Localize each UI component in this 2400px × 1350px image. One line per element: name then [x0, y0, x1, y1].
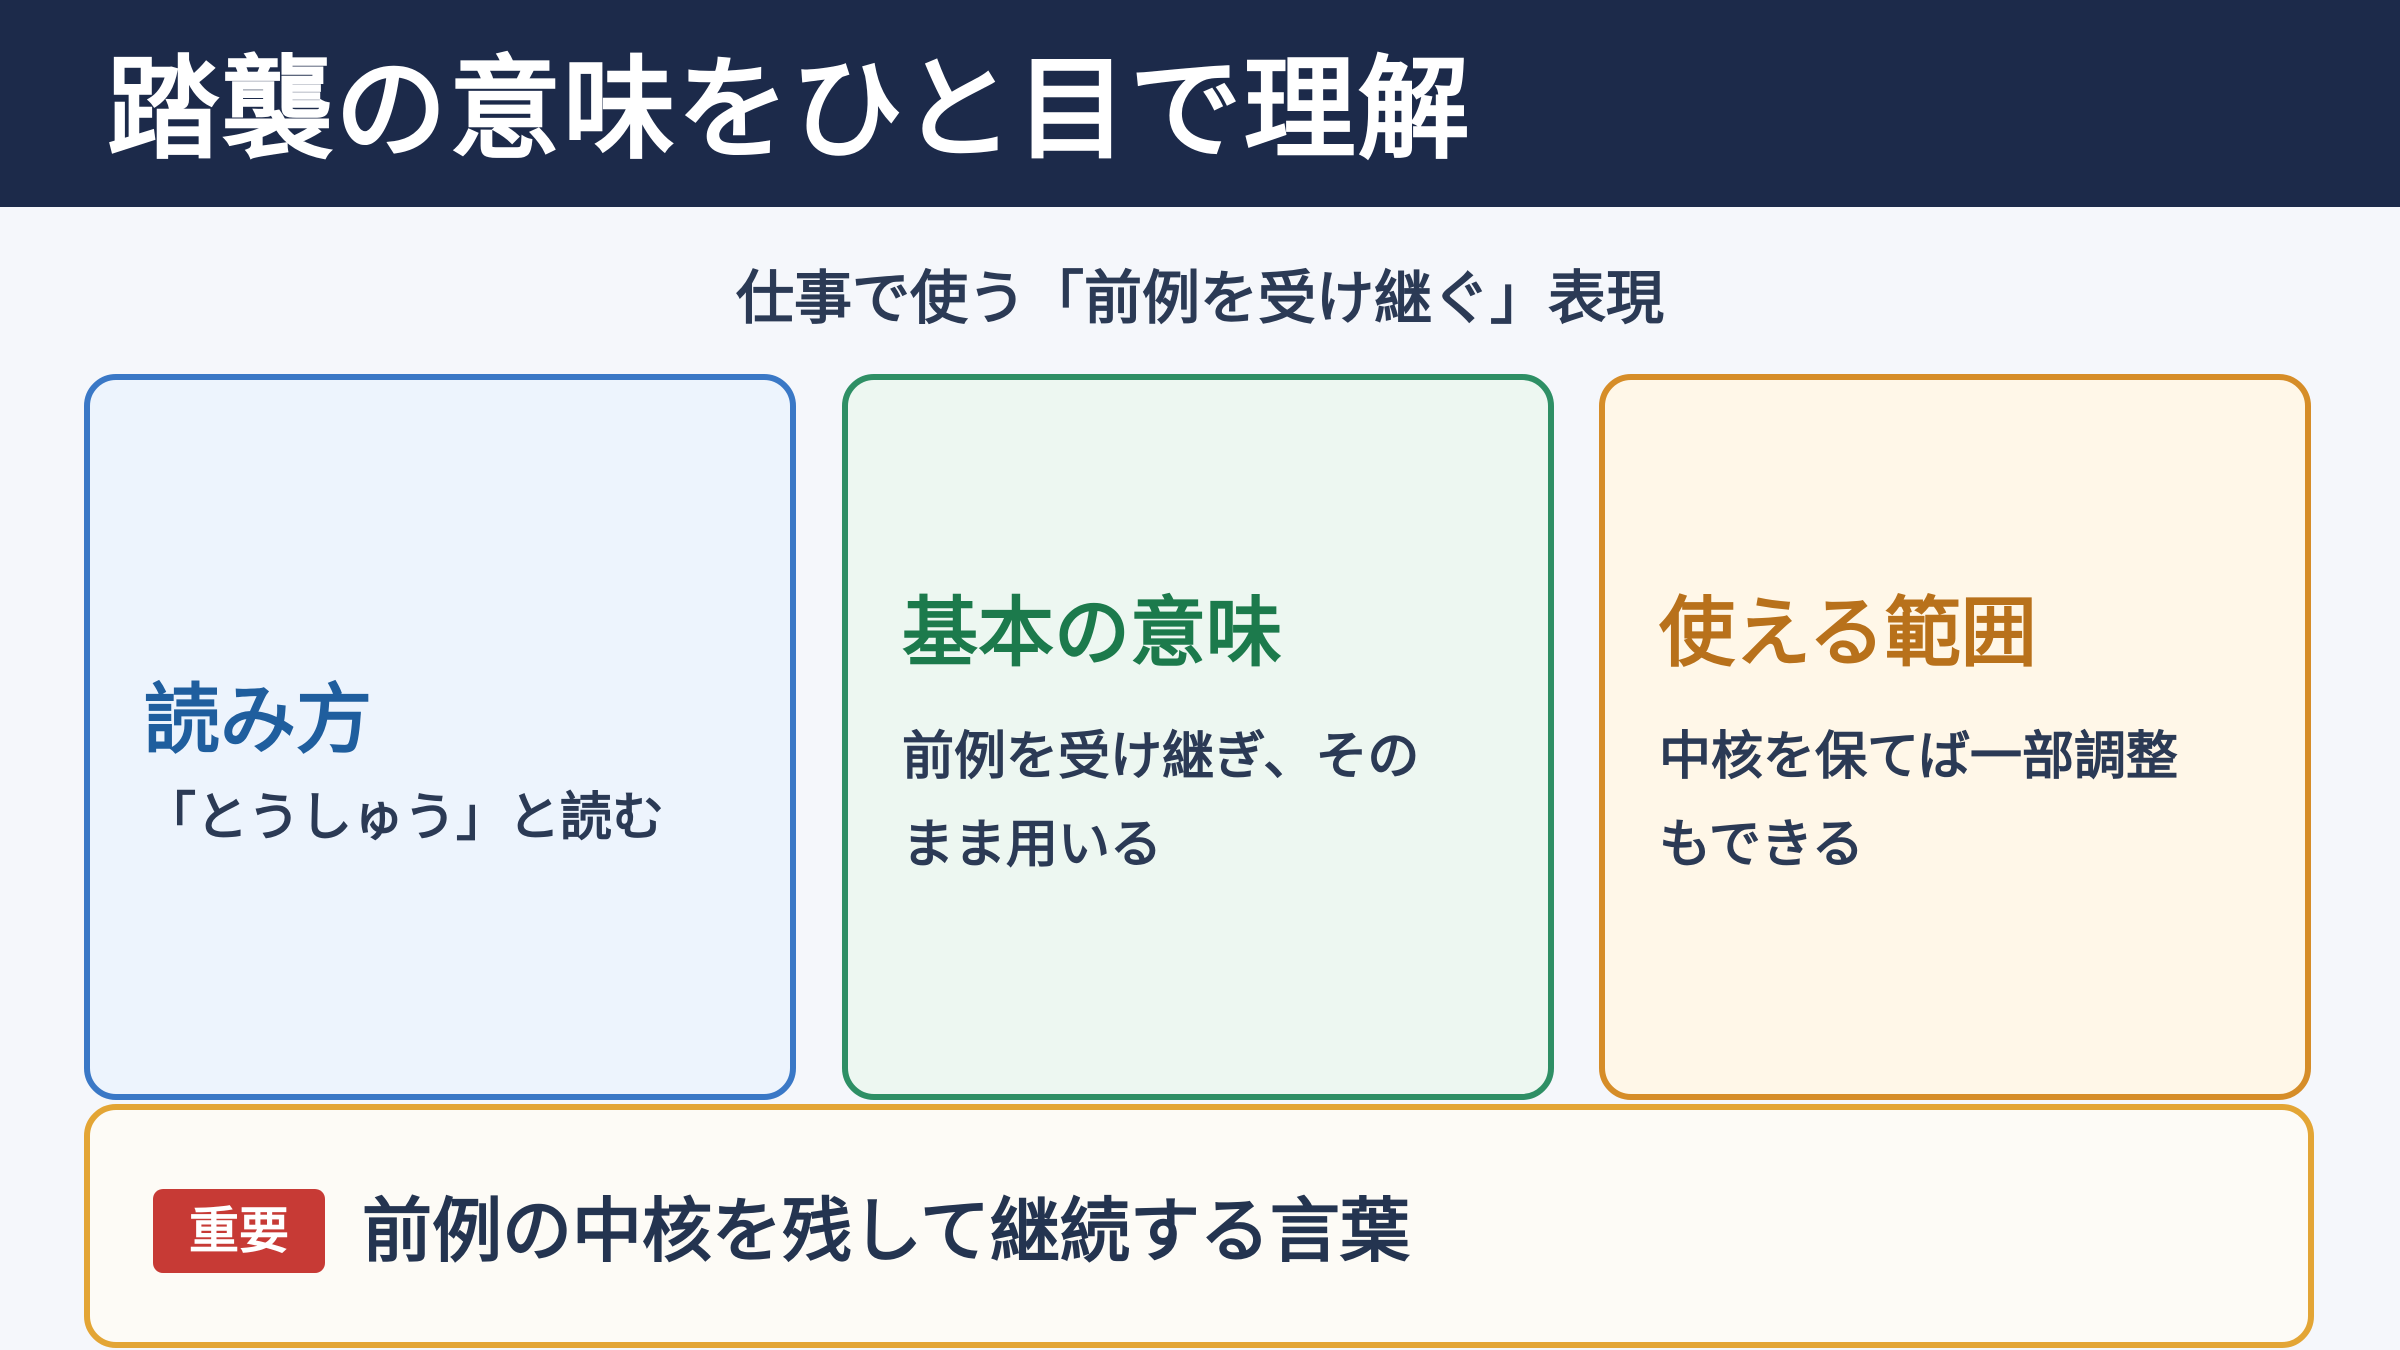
card-meaning: 基本の意味 前例を受け継ぎ、その まま用いる: [842, 374, 1554, 1100]
header-bar: 踏襲の意味をひと目で理解: [0, 0, 2400, 207]
important-text: 前例の中核を残して継続する言葉: [362, 1190, 1410, 1272]
important-callout: 重要 前例の中核を残して継続する言葉: [84, 1104, 2314, 1348]
card-scope-text: 中核を保てば一部調整 もできる: [1659, 727, 2178, 875]
card-reading-content: 読み方 「とうしゅう」と読む: [144, 440, 760, 1094]
card-scope-content: 使える範囲 中核を保てば一部調整 もできる: [1659, 380, 2275, 1094]
card-meaning-text: 前例を受け継ぎ、その まま用いる: [902, 727, 1420, 875]
card-reading-text: 「とうしゅう」と読む: [144, 788, 665, 848]
card-meaning-heading: 基本の意味: [902, 588, 1282, 677]
card-reading-heading: 読み方: [144, 675, 372, 764]
page-subtitle: 仕事で使う「前例を受け継ぐ」表現: [735, 264, 1664, 332]
page-title: 踏襲の意味をひと目で理解: [107, 45, 1472, 175]
card-scope-heading: 使える範囲: [1659, 588, 2037, 677]
card-meaning-content: 基本の意味 前例を受け継ぎ、その まま用いる: [902, 380, 1518, 1094]
card-reading: 読み方 「とうしゅう」と読む: [84, 374, 796, 1100]
card-scope: 使える範囲 中核を保てば一部調整 もできる: [1599, 374, 2311, 1100]
important-badge: 重要: [153, 1189, 325, 1273]
